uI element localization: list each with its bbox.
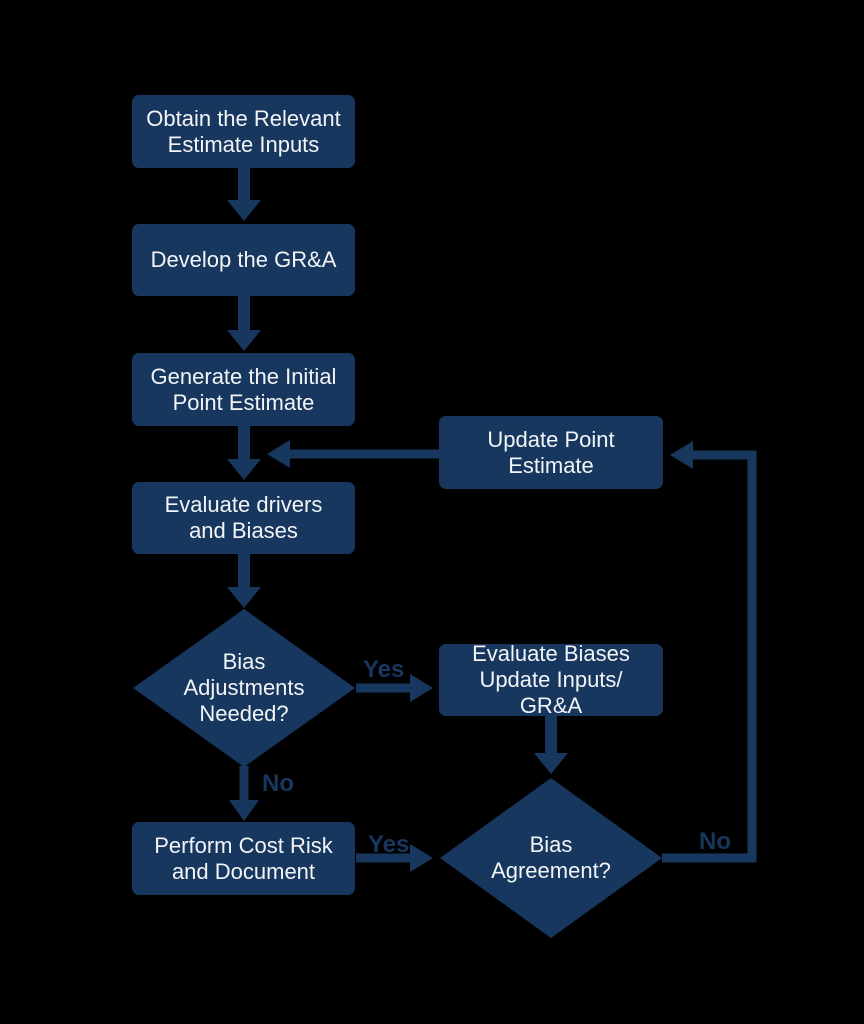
decision-bias-agreement: Bias Agreement? <box>440 778 662 938</box>
node-evaluate-biases-update-inputs: Evaluate Biases Update Inputs/ GR&A <box>439 641 663 718</box>
arrow-generate-to-evaluate-drivers <box>227 426 261 480</box>
edge-label-no-bias-agreement: No <box>699 828 731 855</box>
arrow-update-to-main-flow <box>267 440 439 468</box>
node-evaluate-drivers-and-biases: Evaluate drivers and Biases <box>132 482 355 554</box>
arrow-bias-adjustments-yes-to-evaluate-biases <box>356 674 433 702</box>
arrow-evaluate-drivers-to-bias-adjustments <box>227 554 261 608</box>
node-label: Generate the Initial Point Estimate <box>150 363 337 415</box>
node-label: Bias Adjustments Needed? <box>183 649 305 726</box>
node-label: Evaluate Biases Update Inputs/ GR&A <box>472 641 630 718</box>
arrow-evaluate-biases-to-bias-agreement <box>534 716 568 774</box>
node-update-point-estimate: Update Point Estimate <box>439 416 663 489</box>
arrow-bias-agreement-no-loop-to-update <box>662 441 757 863</box>
arrow-perform-yes-to-bias-agreement <box>356 844 433 872</box>
node-generate-initial-point-estimate: Generate the Initial Point Estimate <box>132 353 355 426</box>
edge-label-no-bias-adjustments: No <box>262 770 294 797</box>
arrow-develop-to-generate <box>227 295 261 351</box>
edge-label-yes-bias-adjustments: Yes <box>363 656 405 683</box>
node-perform-cost-risk-and-document: Perform Cost Risk and Document <box>132 822 355 895</box>
decision-bias-adjustments-needed: Bias Adjustments Needed? <box>133 609 355 767</box>
node-obtain-estimate-inputs: Obtain the Relevant Estimate Inputs <box>132 95 355 168</box>
node-label: Develop the GR&A <box>150 247 337 273</box>
arrow-obtain-to-develop <box>227 168 261 221</box>
node-label: Evaluate drivers and Biases <box>164 492 323 543</box>
edge-label-yes-perform-cost-risk: Yes <box>368 831 410 858</box>
node-label: Perform Cost Risk and Document <box>154 832 333 884</box>
node-develop-gra: Develop the GR&A <box>132 224 355 296</box>
node-label: Bias Agreement? <box>491 832 611 883</box>
node-label: Obtain the Relevant Estimate Inputs <box>146 105 341 157</box>
arrow-bias-adjustments-no-to-perform <box>229 766 259 821</box>
node-label: Update Point Estimate <box>487 426 615 478</box>
